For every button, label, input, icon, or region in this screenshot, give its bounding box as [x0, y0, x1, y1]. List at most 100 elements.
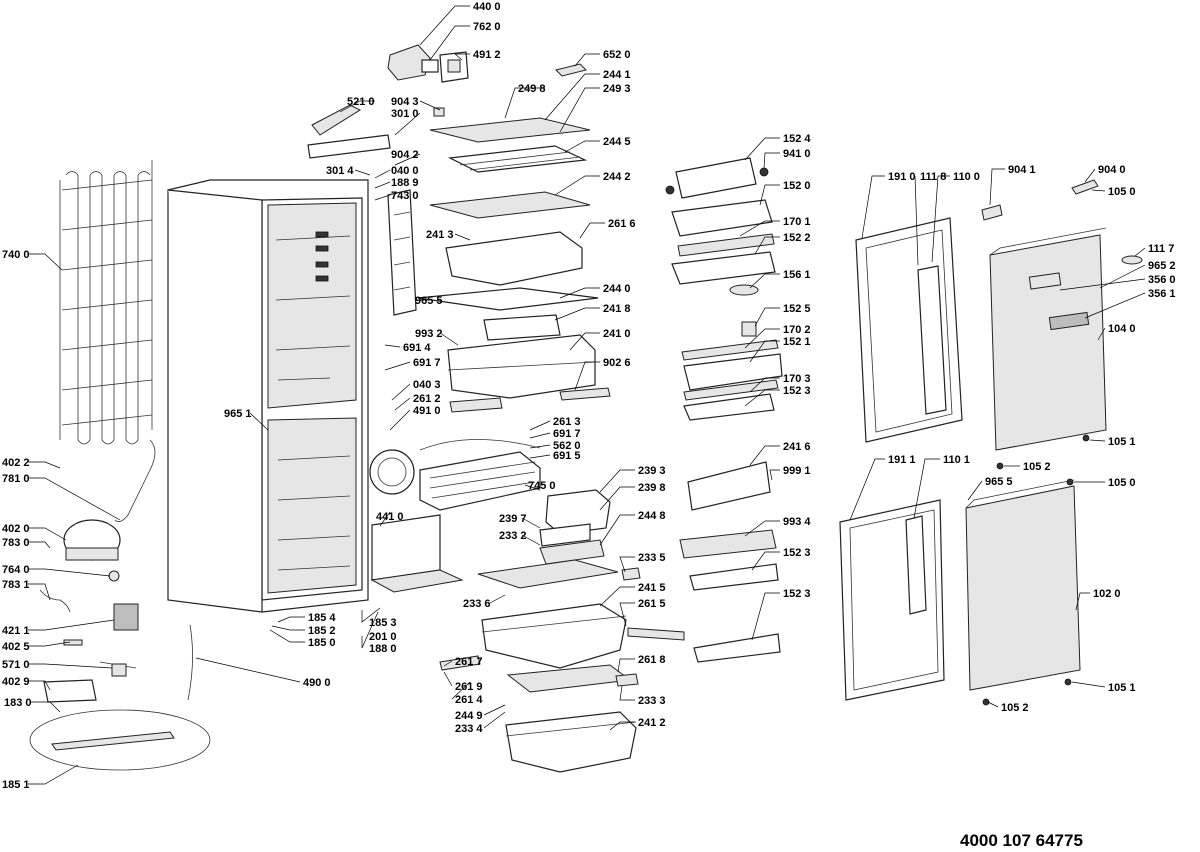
part-drawings: [29, 44, 1143, 773]
callout: 244 9: [455, 710, 483, 722]
callout: 261 8: [638, 654, 666, 666]
callout: 904 0: [1098, 164, 1126, 176]
air-duct: [387, 189, 417, 316]
callout: 261 9: [455, 681, 483, 693]
callout: 904 2: [391, 149, 419, 161]
callout: 185 3: [369, 617, 397, 629]
callout: 239 3: [638, 465, 666, 477]
callout: 904 1: [1008, 164, 1036, 176]
callout: 571 0: [2, 659, 30, 671]
callout: 261 4: [455, 694, 483, 706]
fridge-shelves: [417, 117, 611, 413]
callout: 490 0: [303, 677, 331, 689]
callout: 740 0: [2, 249, 30, 261]
callout: 491 2: [473, 49, 501, 61]
callout: 301 0: [391, 108, 419, 120]
callout: 965 1: [224, 408, 252, 420]
callout: 356 1: [1148, 288, 1176, 300]
document-number: 4000 107 64775: [960, 831, 1083, 850]
callout: 105 0: [1108, 477, 1136, 489]
callout: 185 4: [308, 612, 336, 624]
callout: 110 1: [943, 454, 970, 466]
callout: 965 2: [1148, 260, 1176, 272]
callout: 301 4: [326, 165, 354, 177]
callout: 783 1: [2, 579, 30, 591]
callout: 261 6: [608, 218, 636, 230]
callout: 111 8: [920, 171, 946, 183]
callout: 233 4: [455, 723, 483, 735]
callout: 102 0: [1093, 588, 1121, 600]
callout: 191 0: [888, 171, 916, 183]
callout: 152 0: [783, 180, 811, 192]
callout: 239 7: [499, 513, 527, 525]
callout: 402 5: [2, 641, 30, 653]
leader-lines: [28, 5, 1146, 785]
callout: 440 0: [473, 1, 501, 13]
callout: 152 3: [783, 547, 811, 559]
callout: 105 1: [1108, 682, 1136, 694]
callout: 185 1: [2, 779, 30, 791]
compressor-assembly: [29, 519, 211, 771]
callout-labels: 440 0 762 0 491 2 652 0 521 0 904 3 301 …: [2, 1, 1176, 791]
callout: 441 0: [376, 511, 404, 523]
callout: 185 0: [308, 637, 336, 649]
callout: 233 5: [638, 552, 666, 564]
callout: 491 0: [413, 405, 441, 417]
callout: 783 0: [2, 537, 30, 549]
callout: 188 0: [369, 643, 397, 655]
callout: 402 9: [2, 676, 30, 688]
callout: 421 1: [2, 625, 30, 637]
fridge-door-bins: [665, 157, 783, 421]
callout: 244 1: [603, 69, 631, 81]
freezer-door-bins: [679, 461, 781, 663]
callout: 244 2: [603, 171, 631, 183]
callout: 239 8: [638, 482, 666, 494]
callout: 781 0: [2, 473, 30, 485]
callout: 241 6: [783, 441, 811, 453]
callout: 965 5: [415, 295, 443, 307]
freezer-drawers: [439, 489, 685, 773]
callout: 902 6: [603, 357, 631, 369]
callout: 691 5: [553, 450, 581, 462]
evaporator-fan: [369, 439, 541, 593]
callout: 762 0: [473, 21, 501, 33]
callout: 249 3: [603, 83, 631, 95]
callout: 105 2: [1023, 461, 1051, 473]
callout: 402 2: [2, 457, 30, 469]
callout: 241 0: [603, 328, 631, 340]
callout: 191 1: [888, 454, 916, 466]
callout: 241 8: [603, 303, 631, 315]
callout: 183 0: [4, 697, 32, 709]
callout: 152 1: [783, 336, 811, 348]
callout: 105 1: [1108, 436, 1136, 448]
callout: 104 0: [1108, 323, 1136, 335]
callout: 185 2: [308, 625, 336, 637]
callout: 040 0: [391, 165, 419, 177]
callout: 040 3: [413, 379, 441, 391]
callout: 170 3: [783, 373, 811, 385]
callout: 402 0: [2, 523, 30, 535]
callout: 993 2: [415, 328, 443, 340]
callout: 764 0: [2, 564, 30, 576]
callout: 261 3: [553, 416, 581, 428]
callout: 244 8: [638, 510, 666, 522]
callout: 152 3: [783, 385, 811, 397]
callout: 993 4: [783, 516, 811, 528]
callout: 152 2: [783, 232, 811, 244]
callout: 562 0: [553, 440, 581, 452]
callout: 241 2: [638, 717, 666, 729]
callout: 743 0: [391, 190, 419, 202]
callout: 691 4: [403, 342, 431, 354]
callout: 261 2: [413, 393, 441, 405]
callout: 241 3: [426, 229, 454, 241]
callout: 521 0: [347, 96, 375, 108]
callout: 111 7: [1148, 243, 1174, 255]
callout: 244 5: [603, 136, 631, 148]
callout: 110 0: [953, 171, 980, 183]
callout: 652 0: [603, 49, 631, 61]
callout: 999 1: [783, 465, 811, 477]
callout: 152 4: [783, 133, 811, 145]
callout: 904 3: [391, 96, 419, 108]
callout: 188 9: [391, 177, 419, 189]
